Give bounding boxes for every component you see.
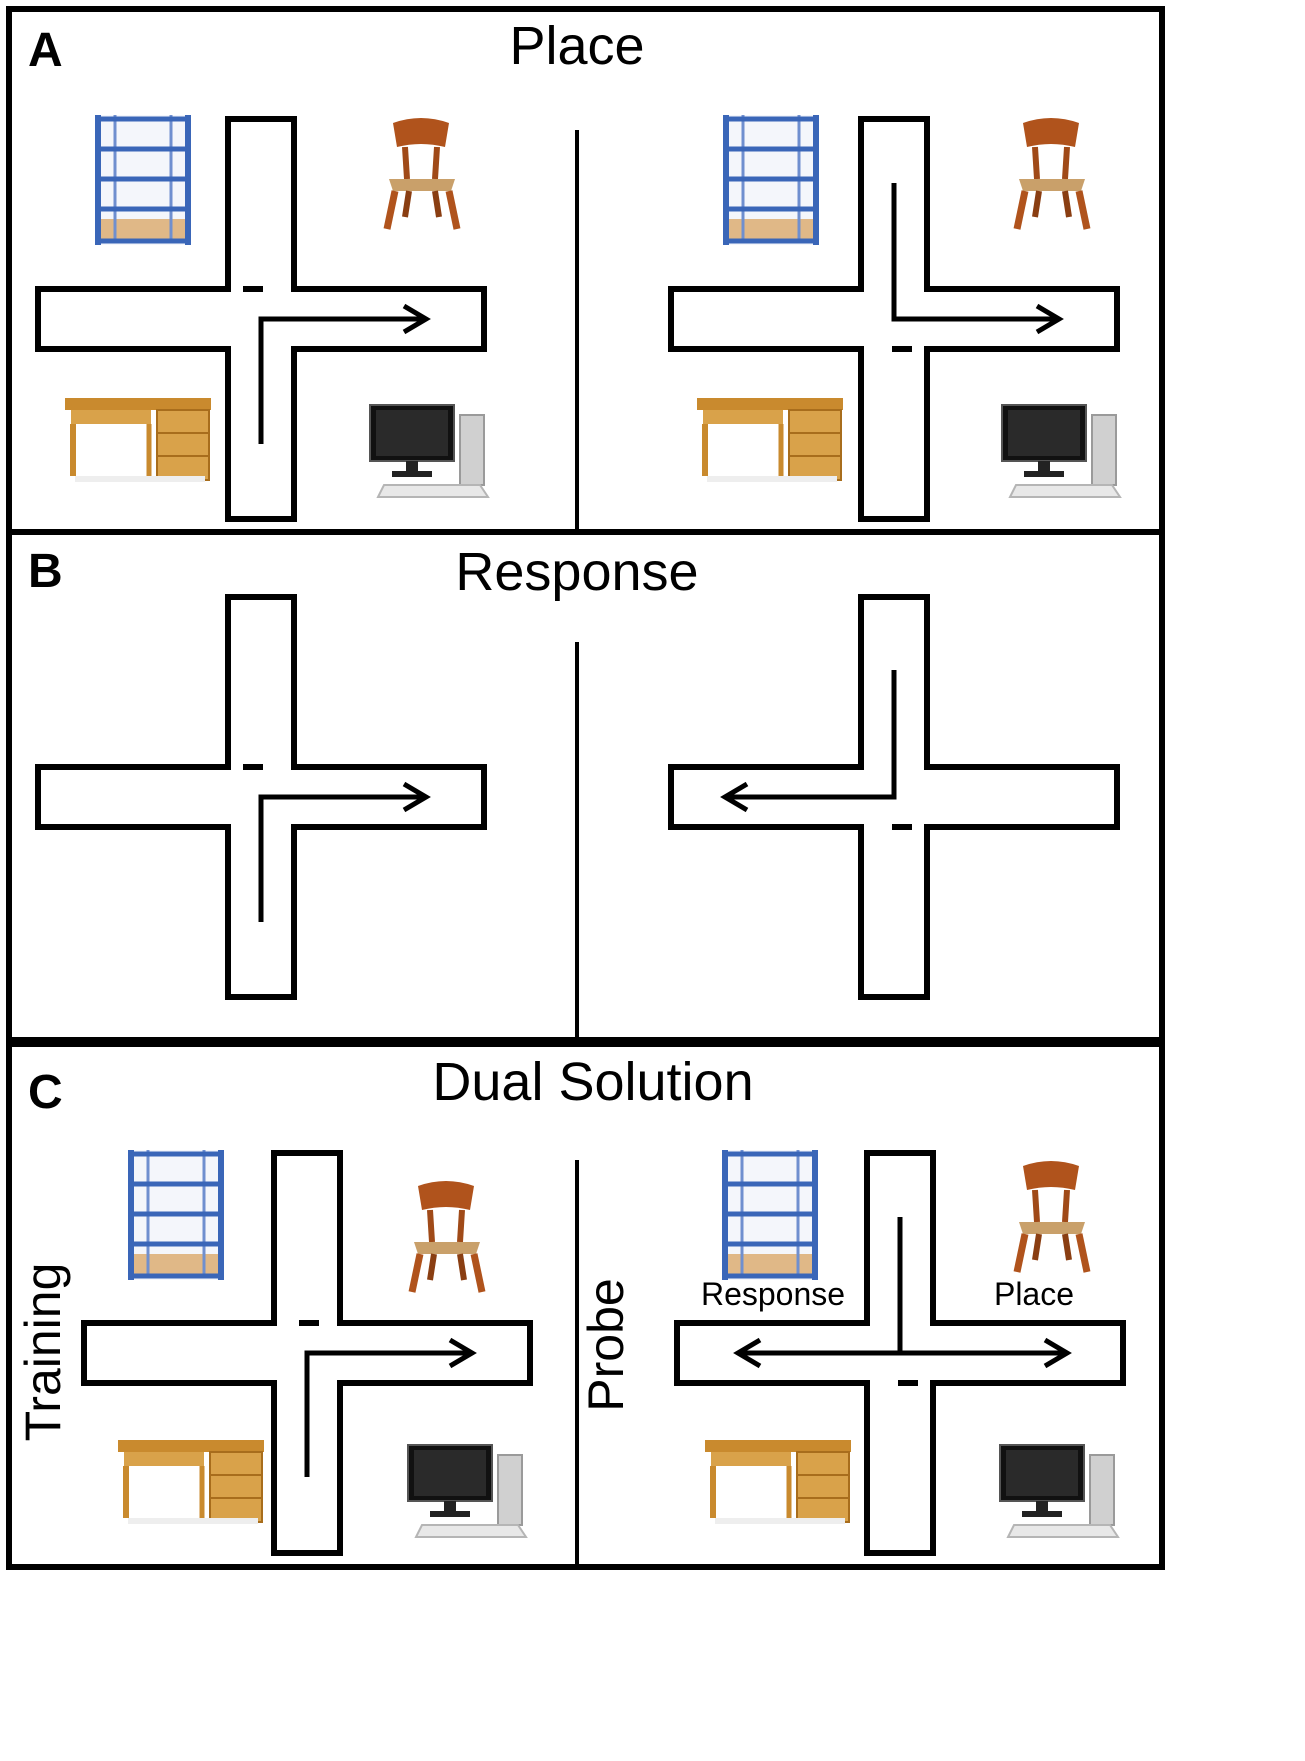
panel-b-title: Response [455,542,698,602]
panel-a-letter: A [28,24,63,77]
panel-b-frame [6,529,1165,1043]
shelf-icon [128,1150,224,1280]
maze-c-probe [677,1153,1123,1553]
panel-b-letter: B [28,545,63,598]
panel-c-title: Dual Solution [432,1052,753,1112]
maze-c-training [84,1153,530,1553]
panel-c-letter: C [28,1066,63,1119]
maze-b-right [671,597,1117,997]
place-label: Place [994,1276,1074,1312]
panel-a-title: Place [509,16,644,76]
training-label: Training [15,1263,71,1442]
maze-b-left [38,597,484,997]
maze-a-right [671,119,1117,519]
shelf-icon [95,115,191,245]
response-label: Response [701,1276,845,1312]
probe-label: Probe [578,1278,634,1411]
maze-a-left [38,119,484,519]
shelf-icon [722,1150,818,1280]
shelf-icon [723,115,819,245]
